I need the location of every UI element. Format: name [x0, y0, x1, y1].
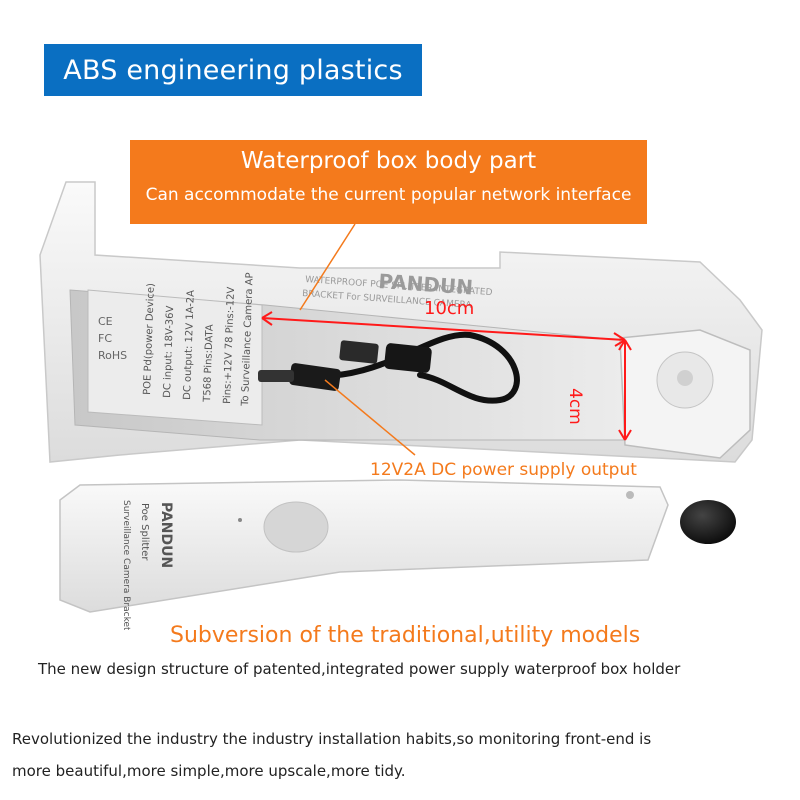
splitter-label-line: POE Pd(power Device)	[142, 283, 157, 395]
material-banner-text: ABS engineering plastics	[63, 54, 403, 86]
material-banner: ABS engineering plastics	[44, 44, 422, 96]
subline: The new design structure of patented,int…	[38, 660, 681, 678]
rubber-cap	[680, 500, 736, 544]
poe-splitter-module: POE Pd(power Device) DC input: 18V-36V D…	[87, 272, 263, 426]
callout-box: Waterproof box body part Can accommodate…	[130, 140, 647, 224]
measurement-overlay	[261, 311, 632, 441]
splitter-label-line: Pins:+12V 78 Pins:-12V	[222, 286, 237, 404]
cables	[258, 331, 520, 404]
paragraph-line-1: Revolutionized the industry the industry…	[12, 730, 652, 748]
cert-mark: CE	[98, 315, 113, 328]
measure-height-label: 4cm	[565, 388, 585, 425]
cert-mark: RoHS	[98, 349, 127, 362]
splitter-label-line: T568 Pins:DATA	[202, 324, 216, 403]
dc-output-label: 12V2A DC power supply output	[370, 460, 637, 480]
cert-mark: FC	[98, 332, 112, 345]
brand-logo-lid: PANDUN	[158, 502, 174, 568]
splitter-label-line: To Surveillance Camera AP	[240, 272, 256, 407]
callout-subtitle: Can accommodate the current popular netw…	[145, 185, 632, 205]
measure-length-label: 10cm	[424, 298, 475, 319]
headline: Subversion of the traditional,utility mo…	[170, 623, 641, 648]
splitter-label-line: DC output: 12V 1A-2A	[182, 290, 197, 400]
product-photo: POE Pd(power Device) DC input: 18V-36V D…	[39, 181, 763, 630]
paragraph-line-2: more beautiful,more simple,more upscale,…	[12, 762, 406, 780]
lid-print-line: Poe Splitter	[139, 503, 150, 561]
callout-title: Waterproof box body part	[240, 148, 537, 174]
callout-pointer	[299, 223, 356, 311]
splitter-label-line: DC input: 18V-36V	[162, 305, 176, 398]
dc-output-pointer	[324, 379, 416, 456]
bracket-lid: PANDUN Poe Splitter Surveillance Camera …	[59, 479, 669, 630]
lid-print-line: Surveillance Camera Bracket	[121, 500, 131, 630]
